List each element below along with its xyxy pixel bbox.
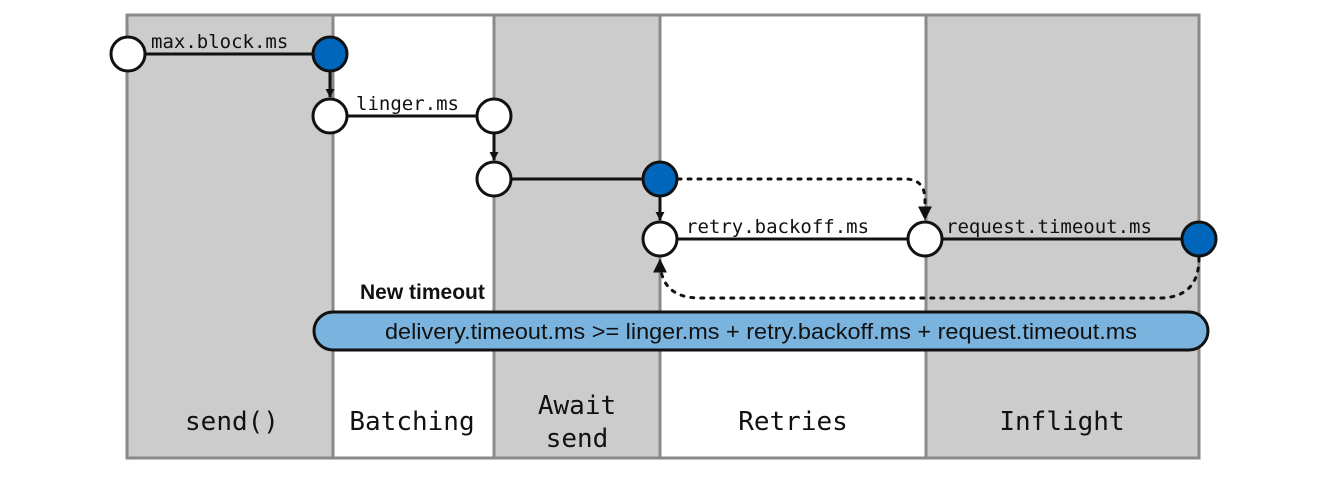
retry-loops — [653, 177, 1201, 300]
dotted-arrow-to-request — [676, 177, 932, 221]
formula-box — [312, 310, 1210, 352]
node-await-start — [475, 160, 513, 198]
node-request-start — [906, 220, 944, 258]
phase-label-retries: Retries — [738, 407, 848, 437]
formula-text: delivery.timeout.ms >= linger.ms + retry… — [385, 319, 1137, 344]
phase-column-send — [127, 15, 333, 458]
phase-columns — [125, 13, 1201, 460]
transition-arrows — [325, 72, 665, 221]
phase-label-inflight: Inflight — [999, 407, 1124, 437]
phase-label-send: send() — [185, 407, 279, 437]
node-batch-start — [311, 97, 349, 135]
node-blocked-end — [311, 35, 349, 73]
node-batch-end — [475, 97, 513, 135]
phase-label-batching: Batching — [349, 407, 474, 437]
retry-backoff-label: retry.backoff.ms — [686, 216, 869, 238]
node-start-send — [109, 35, 147, 73]
phase-column-await — [494, 15, 660, 458]
timeout-labels: max.block.ms linger.ms retry.backoff.ms … — [151, 31, 1152, 238]
node-request-end — [1180, 220, 1218, 258]
phase-label-await: Await — [538, 391, 616, 421]
max-block-label: max.block.ms — [151, 31, 288, 53]
phase-column-batching — [333, 15, 494, 458]
new-timeout-label: New timeout — [360, 281, 485, 304]
phase-column-retries — [660, 15, 926, 458]
request-timeout-label: request.timeout.ms — [946, 216, 1152, 238]
node-retry-start — [641, 220, 679, 258]
timeline-nodes — [109, 35, 1218, 258]
timeline-segments — [145, 52, 1181, 241]
phase-label-await-line2: send — [546, 424, 609, 454]
linger-label: linger.ms — [356, 93, 459, 115]
phase-labels: send() Batching Await send Retries Infli… — [185, 391, 1125, 454]
node-send-fail — [641, 160, 679, 198]
dotted-arrow-back-to-retry — [653, 256, 1201, 300]
phase-column-inflight — [926, 15, 1199, 458]
